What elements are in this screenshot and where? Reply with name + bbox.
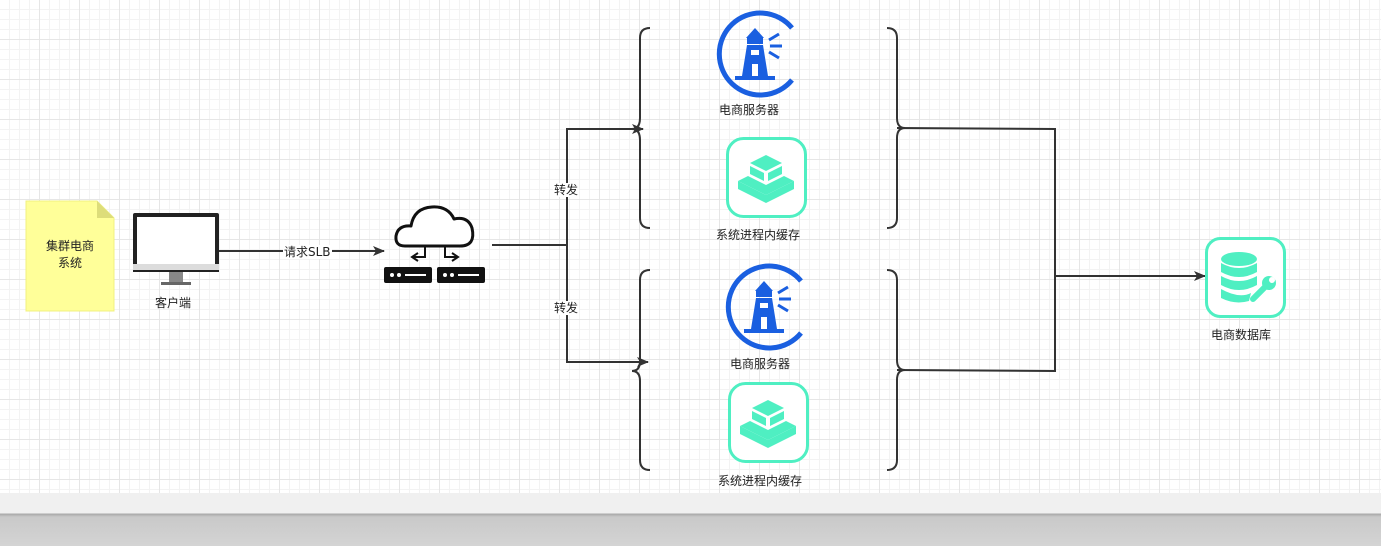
brace-bottom-right [886, 269, 906, 471]
cache-label-top: 系统进程内缓存 [716, 228, 801, 242]
edge-top-to-db[interactable] [896, 127, 1056, 276]
lighthouse-icon[interactable] [725, 263, 803, 351]
diagram-svg [25, 10, 1286, 471]
monitor-icon[interactable] [133, 213, 219, 285]
brace-top-right [886, 27, 906, 229]
note-line-1: 集群电商 [45, 239, 94, 253]
lighthouse-icon[interactable] [716, 10, 794, 98]
database-wrench-icon[interactable] [1205, 237, 1286, 318]
server-label-top: 电商服务器 [719, 103, 780, 117]
cache-label-bottom: 系统进程内缓存 [718, 474, 803, 488]
server-label-bottom: 电商服务器 [730, 357, 791, 371]
cube-cache-icon[interactable] [726, 137, 807, 218]
edge-label-forward-bottom: 转发 [553, 301, 580, 315]
edge-label-request: 请求SLB [283, 245, 332, 259]
brace-bottom-left [631, 269, 651, 471]
note-line-2: 系统 [57, 256, 82, 270]
note-text: 集群电商 系统 [26, 238, 114, 272]
cube-cache-icon[interactable] [728, 382, 809, 463]
database-label: 电商数据库 [1211, 328, 1272, 342]
canvas-bottom-edge [0, 493, 1381, 546]
diagram-canvas [0, 0, 1381, 493]
edge-forward-bottom[interactable] [566, 245, 649, 367]
client-label: 客户端 [155, 296, 192, 310]
note-shape[interactable] [25, 200, 115, 312]
brace-top-left [631, 27, 651, 229]
cloud-load-balancer-icon[interactable] [384, 205, 485, 283]
edge-bottom-to-db[interactable] [896, 276, 1056, 373]
edge-label-forward-top: 转发 [553, 183, 580, 197]
